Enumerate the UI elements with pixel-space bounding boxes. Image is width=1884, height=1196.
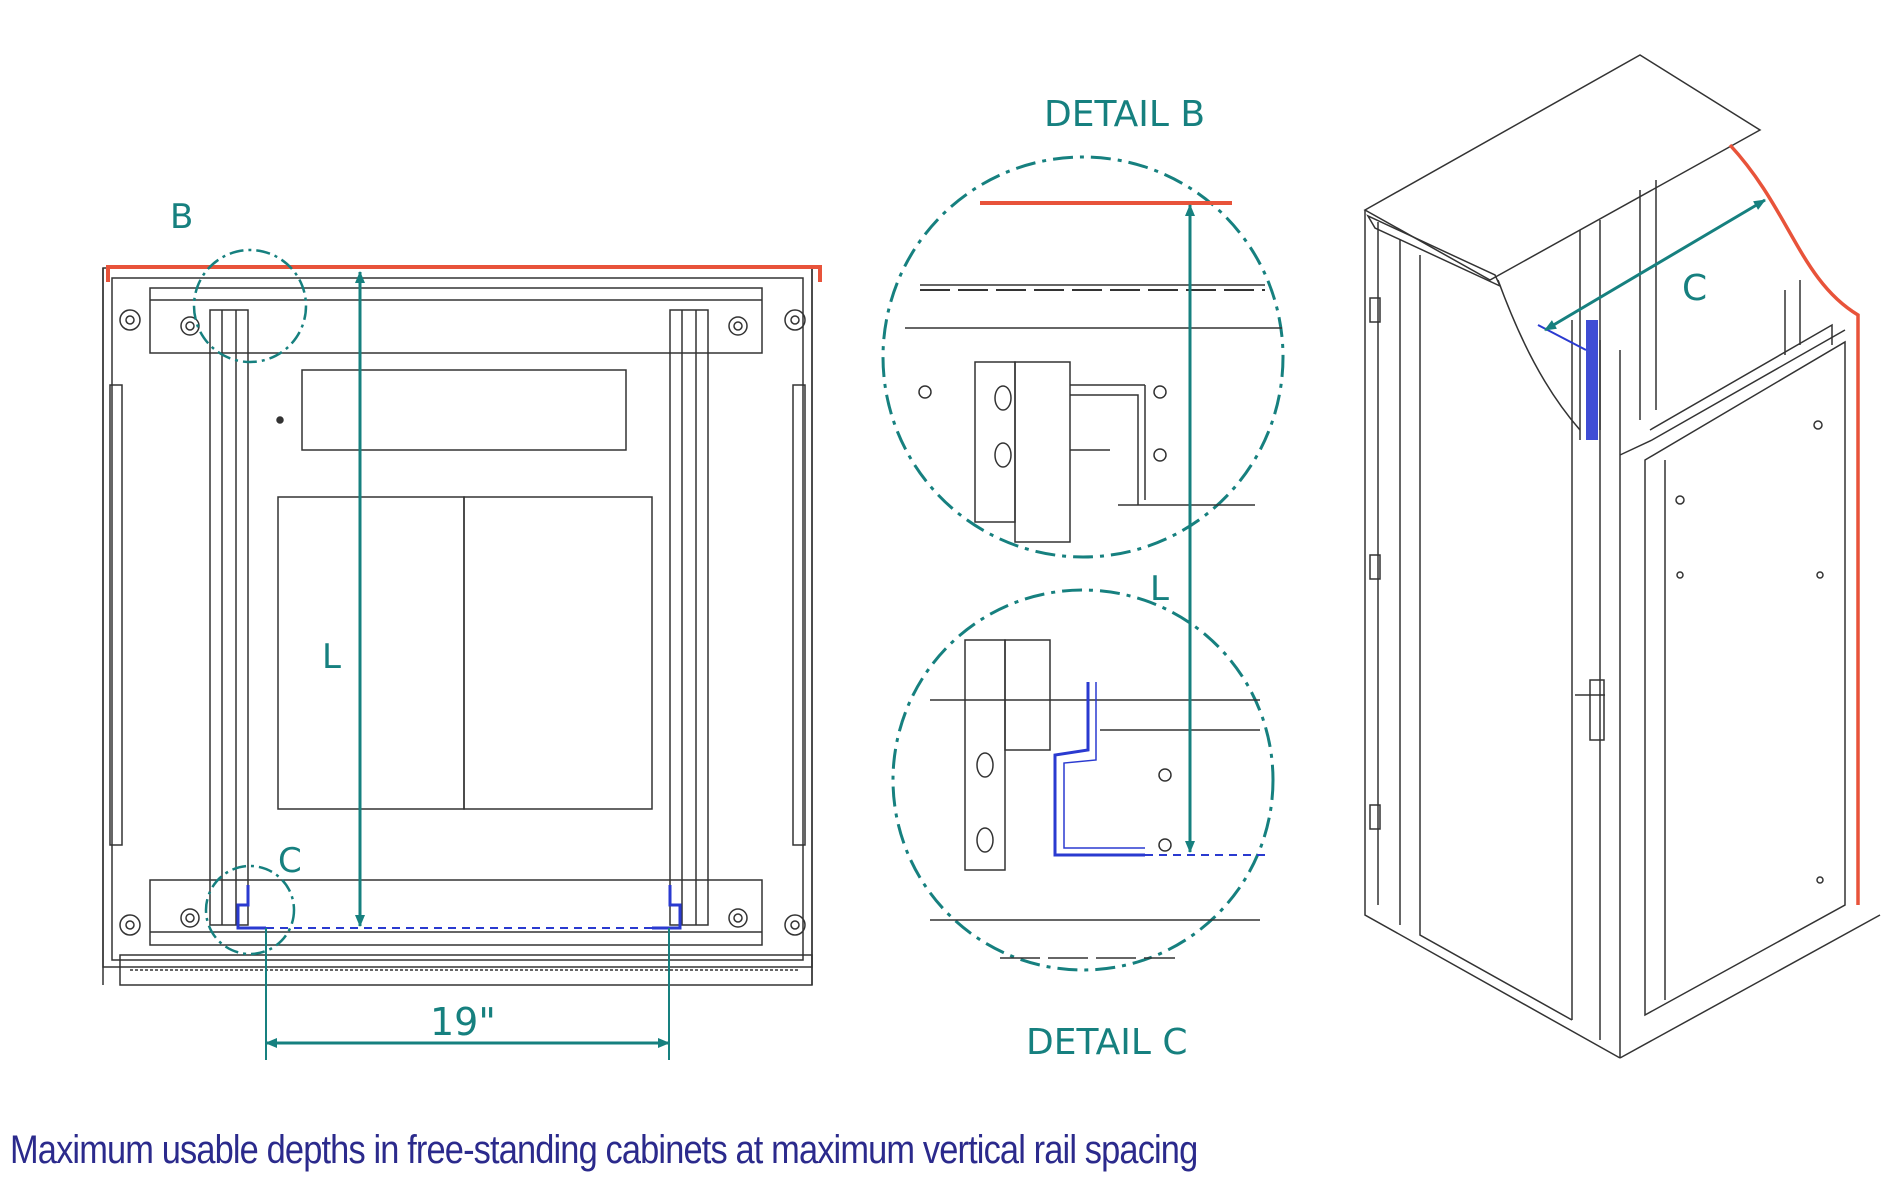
label-b: B <box>170 197 193 237</box>
top-view <box>102 267 813 986</box>
detail-b <box>881 155 1285 559</box>
right-vertical-rail <box>669 309 709 926</box>
detail-label-l: L <box>1150 569 1169 609</box>
rail-profile-blue <box>236 885 682 930</box>
iso-rear-edge-highlight <box>1728 143 1860 905</box>
detail-c-marker <box>204 864 296 956</box>
left-vertical-rail <box>209 309 249 926</box>
roof-panel-right <box>463 496 653 810</box>
roof-vent <box>301 369 627 451</box>
roof-panel-left <box>277 496 465 810</box>
detail-c-title: DETAIL C <box>1026 1022 1188 1063</box>
caption: Maximum usable depths in free-standing c… <box>10 1128 1198 1172</box>
isometric-cabinet <box>1363 54 1881 1059</box>
iso-depth-arrow <box>1544 198 1766 332</box>
detail-b-title: DETAIL B <box>1044 94 1205 135</box>
iso-label-c: C <box>1682 268 1707 309</box>
front-door-strip <box>119 954 813 986</box>
rear-edge-highlight <box>106 265 822 282</box>
label-l: L <box>322 637 341 677</box>
front-rail <box>149 879 763 946</box>
detail-b-marker <box>192 248 308 364</box>
detail-c <box>891 588 1275 972</box>
iso-rail-blue <box>1586 320 1598 440</box>
label-c: C <box>278 841 302 881</box>
label-19in: 19" <box>430 1000 496 1044</box>
rear-rail <box>149 287 763 354</box>
